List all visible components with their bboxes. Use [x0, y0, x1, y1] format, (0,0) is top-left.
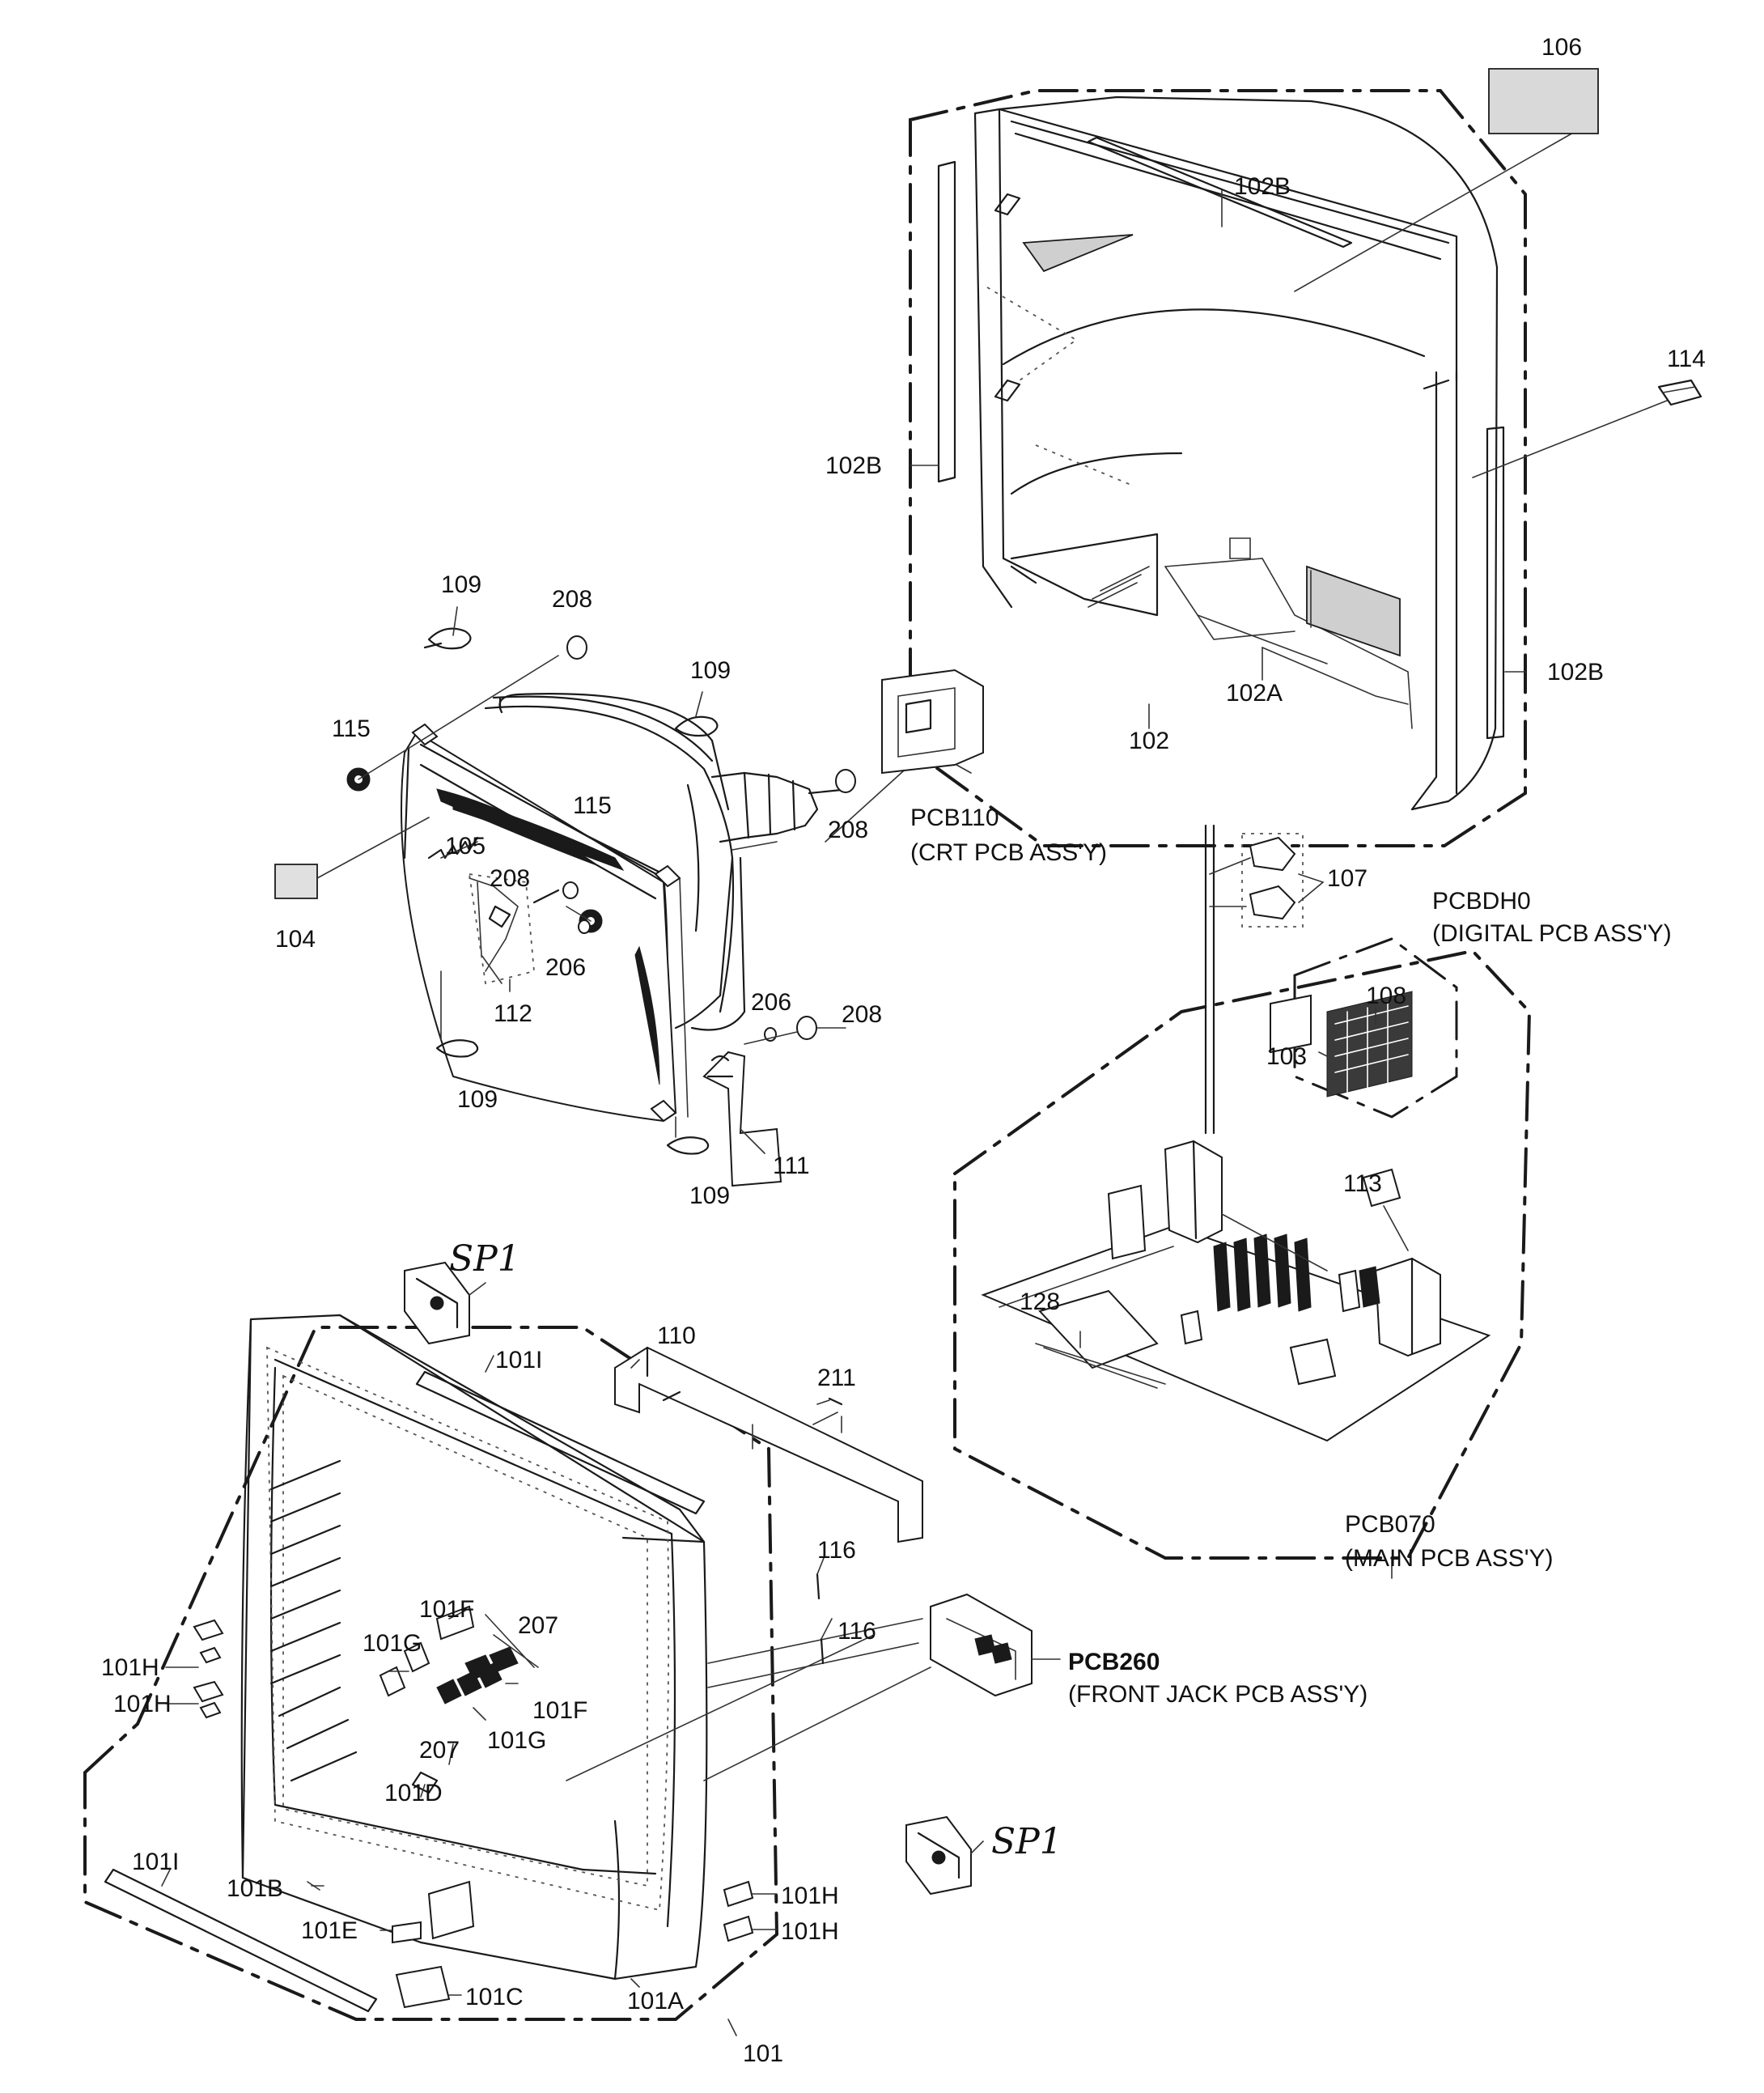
label-102B-top: 102B	[1234, 173, 1291, 200]
label-101E: 101E	[301, 1917, 358, 1944]
label-101H-b: 101H	[113, 1691, 172, 1717]
label-101H-a: 101H	[101, 1654, 159, 1681]
label-109-d: 109	[689, 1182, 730, 1209]
label-pcb110-desc: (CRT PCB ASS'Y)	[910, 839, 1107, 866]
label-101F-a: 101F	[419, 1596, 474, 1623]
label-112: 112	[494, 1000, 532, 1027]
main-pcb	[953, 824, 1532, 1560]
label-pcb070: PCB070	[1345, 1511, 1435, 1538]
label-sp1-b: SP1	[991, 1821, 1062, 1862]
label-208-b: 208	[490, 865, 530, 892]
front-jack-pcb	[930, 1593, 1061, 1697]
label-114: 114	[1667, 346, 1706, 372]
label-206-a: 206	[545, 954, 586, 981]
label-207-a: 207	[518, 1612, 558, 1639]
label-102B-right: 102B	[1547, 659, 1604, 686]
rear-cabinet	[909, 89, 1527, 847]
label-101C: 101C	[465, 1984, 524, 2010]
label-sticker-106	[1488, 68, 1599, 134]
label-102: 102	[1129, 728, 1169, 754]
label-109-b: 109	[690, 657, 731, 684]
label-101F-b: 101F	[532, 1697, 587, 1724]
label-pcb260: PCB260	[1068, 1649, 1160, 1675]
part-labels: 106 102B 114 102B 102A 102B 102 109 208 …	[101, 34, 1706, 2067]
label-208-d: 208	[842, 1001, 882, 1028]
label-116-b: 116	[837, 1618, 876, 1645]
label-103: 103	[1266, 1043, 1307, 1070]
label-104: 104	[275, 926, 316, 953]
label-208-c: 208	[828, 817, 868, 843]
rear-cabinet-leaders	[910, 125, 1668, 729]
screws-116	[816, 1573, 825, 1665]
label-101B: 101B	[227, 1875, 283, 1902]
label-211: 211	[817, 1365, 856, 1391]
front-cabinet	[83, 1314, 931, 2021]
label-101I-bottom: 101I	[132, 1849, 179, 1875]
label-207-b: 207	[419, 1737, 460, 1764]
label-pcbdh0-desc: (DIGITAL PCB ASS'Y)	[1432, 920, 1672, 947]
picture-tube	[401, 693, 851, 1123]
label-107: 107	[1327, 865, 1368, 892]
heatsink	[1213, 1233, 1312, 1312]
label-109-c: 109	[457, 1086, 498, 1113]
crt-pcb	[881, 669, 984, 775]
label-101I-top: 101I	[495, 1347, 542, 1373]
label-110: 110	[657, 1322, 696, 1349]
label-101G-b: 101G	[487, 1727, 546, 1754]
front-cabinet-leaders	[161, 1355, 833, 2036]
label-116-a: 116	[817, 1537, 856, 1564]
label-pcbdh0: PCBDH0	[1432, 888, 1531, 915]
label-101A: 101A	[627, 1988, 684, 2014]
label-105: 105	[445, 833, 486, 860]
label-pcb260-desc: (FRONT JACK PCB ASS'Y)	[1068, 1681, 1368, 1708]
top-bracket	[614, 1346, 923, 1543]
speaker-brackets	[404, 1261, 984, 1896]
clip-114	[1657, 379, 1703, 406]
label-101D: 101D	[384, 1780, 443, 1806]
main-pcb-leaders	[1079, 873, 1393, 1579]
label-101H-c: 101H	[781, 1883, 839, 1909]
label-206-b: 206	[751, 989, 791, 1016]
label-208-a: 208	[552, 586, 592, 613]
label-pcb070-desc: (MAIN PCB ASS'Y)	[1345, 1545, 1553, 1572]
label-115-b: 115	[573, 792, 612, 819]
crt-hardware	[274, 627, 856, 1187]
speaker-grille	[269, 1459, 358, 1782]
label-101G-a: 101G	[363, 1630, 422, 1657]
label-108: 108	[1366, 983, 1406, 1009]
label-115-a: 115	[332, 715, 371, 742]
shield-grid	[1334, 1001, 1409, 1093]
label-101: 101	[743, 2040, 783, 2067]
label-sp1-a: SP1	[449, 1238, 520, 1280]
label-106: 106	[1541, 34, 1582, 61]
label-111: 111	[773, 1153, 810, 1179]
label-101H-d: 101H	[781, 1918, 839, 1945]
label-109-a: 109	[441, 571, 481, 598]
label-113: 113	[1343, 1170, 1382, 1197]
label-128: 128	[1020, 1288, 1060, 1315]
label-pcb110: PCB110	[910, 805, 999, 831]
label-102B-left: 102B	[825, 452, 882, 479]
label-102A: 102A	[1226, 680, 1283, 707]
